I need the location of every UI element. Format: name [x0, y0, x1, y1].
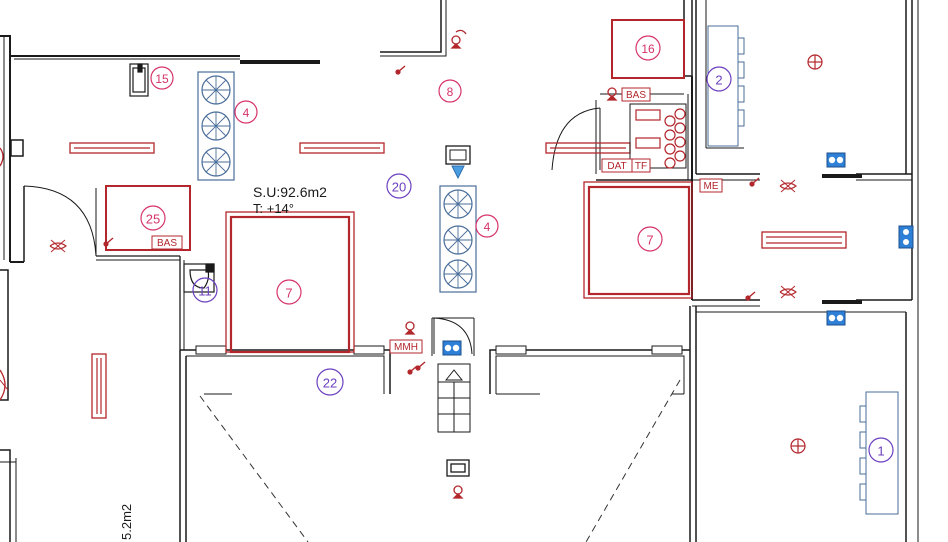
room-box-25	[105, 185, 191, 251]
radiator-vertical	[91, 353, 107, 419]
svg-text:TF: TF	[635, 161, 647, 172]
svg-text:25: 25	[146, 212, 160, 227]
svg-text:BAS: BAS	[626, 90, 646, 101]
alarm-icon-bottom	[452, 485, 464, 499]
wall-lower-left	[180, 349, 391, 394]
svg-text:7: 7	[285, 286, 292, 301]
stair-arrow-icon	[444, 369, 464, 381]
dashed-lines	[199, 379, 681, 542]
door-left	[23, 185, 97, 257]
alarm-icon-top	[450, 29, 467, 49]
room-tag-8: 8	[438, 79, 462, 103]
fan-unit-middle	[439, 145, 477, 293]
switch-icon-2	[102, 237, 114, 248]
label-bas-left: BAS	[151, 235, 183, 250]
detector-icon-corridor-bottom	[779, 285, 797, 299]
room-tag-20: 20	[386, 173, 412, 199]
electrical-panel	[629, 103, 687, 169]
switch-icon-4	[414, 361, 426, 372]
label-bas-right: BAS	[621, 87, 651, 102]
equipment	[0, 19, 847, 499]
fan-unit-top	[197, 71, 235, 181]
radiator-edge-left	[0, 147, 9, 401]
socket-icon-right-wall	[898, 225, 914, 249]
room-box-16	[611, 19, 685, 79]
detector-icon-left	[49, 239, 67, 253]
svg-text:4: 4	[243, 106, 250, 120]
socket-icon-corridor-bottom	[826, 310, 846, 326]
radiator-left	[69, 142, 155, 154]
area-label-vertical: 5.2m2	[119, 504, 134, 540]
socket-icon-center	[442, 340, 462, 356]
detector-icon-corridor-top	[779, 179, 797, 193]
label-dat: DAT	[601, 158, 633, 173]
wall-lower-right	[489, 349, 690, 394]
label-mmh: MMH	[389, 339, 423, 354]
sink-icon-room15	[129, 63, 149, 97]
room-box-7-right	[583, 181, 693, 299]
table-room1	[859, 391, 899, 515]
room-box-7-left	[225, 211, 355, 354]
svg-text:2: 2	[715, 73, 722, 88]
ceiling-light-icon-bottom	[790, 438, 806, 454]
room-tag-4-top: 4	[234, 100, 258, 124]
radiator-right	[545, 142, 631, 154]
wall-partition-top	[380, 0, 442, 53]
wall-top-left	[0, 35, 240, 57]
switch-icon-1	[394, 65, 406, 76]
svg-text:DAT: DAT	[607, 161, 626, 172]
staircase	[437, 363, 471, 433]
label-tf: TF	[631, 158, 651, 173]
svg-text:8: 8	[447, 85, 454, 99]
alarm-icon-room16	[606, 87, 618, 101]
room-tag-1: 1	[868, 437, 894, 463]
doors	[23, 107, 601, 356]
area-label: S.U:92.6m2	[253, 184, 327, 200]
radiator-corridor	[761, 231, 847, 249]
tv-icon-bottom	[446, 459, 470, 477]
svg-text:20: 20	[392, 180, 406, 195]
svg-text:7: 7	[646, 233, 653, 248]
socket-icon-corridor-top	[826, 152, 846, 168]
svg-text:16: 16	[641, 42, 655, 56]
svg-text:MMH: MMH	[394, 342, 418, 353]
ceiling-light-icon-top	[807, 54, 823, 70]
room-tag-22: 22	[316, 368, 344, 396]
sink-icon-room11	[183, 263, 215, 293]
svg-text:ME: ME	[704, 181, 719, 192]
door-room16	[551, 107, 601, 171]
room-tag-11: 11	[192, 277, 218, 303]
svg-text:15: 15	[155, 72, 169, 86]
room-tag-16: 16	[635, 35, 661, 61]
label-me: ME	[699, 178, 723, 193]
svg-text:22: 22	[323, 376, 337, 391]
room-tag-4-middle: 4	[475, 214, 499, 238]
alarm-icon-mmh	[404, 321, 416, 335]
door-small-center	[433, 317, 473, 355]
wall-right-top	[683, 0, 693, 77]
radiator-center	[299, 142, 385, 154]
room-tag-2: 2	[706, 66, 732, 92]
switch-icon-5	[748, 177, 760, 188]
room-tag-15: 15	[150, 66, 174, 90]
walls	[0, 0, 919, 542]
svg-text:11: 11	[198, 284, 212, 299]
room-tag-7-right: 7	[637, 226, 663, 252]
svg-text:4: 4	[484, 220, 491, 234]
room-tag-7-left: 7	[276, 279, 302, 305]
room-tag-25: 25	[140, 205, 166, 231]
svg-text:1: 1	[877, 444, 884, 459]
table-room2	[707, 25, 745, 147]
temperature-label: T: +14°	[253, 201, 294, 216]
svg-text:BAS: BAS	[157, 238, 177, 249]
